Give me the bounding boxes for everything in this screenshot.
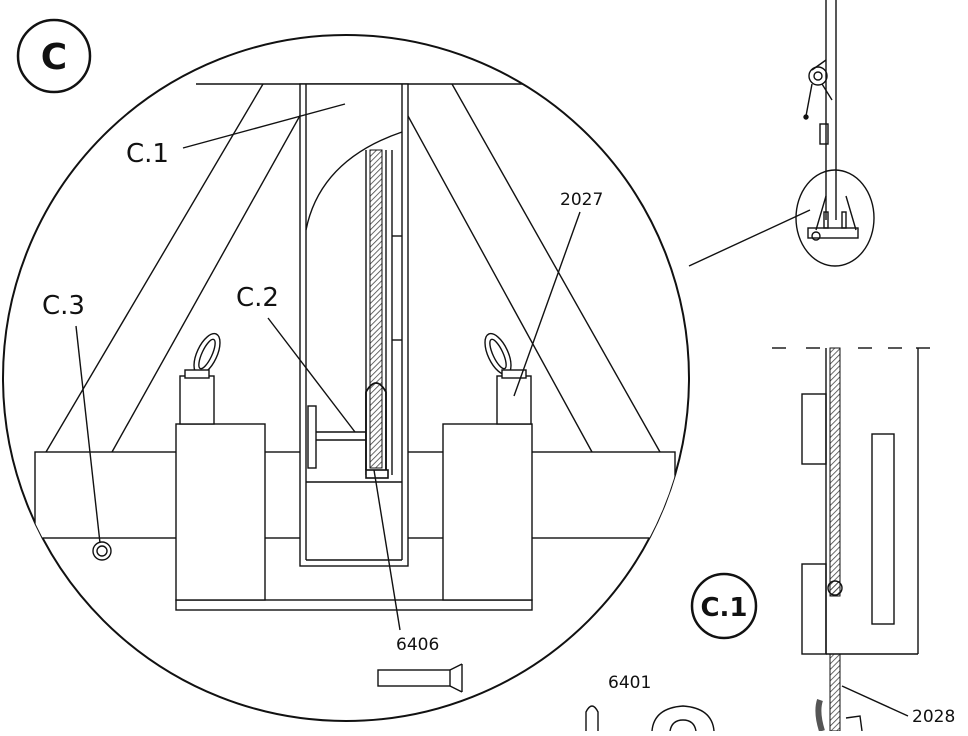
threaded-rod <box>369 149 383 469</box>
leader-c2 <box>267 317 356 433</box>
detail-circle <box>2 34 690 722</box>
central-mast <box>299 83 409 567</box>
left-eyebolt <box>179 332 221 425</box>
left-block <box>175 423 266 601</box>
detail-view-c <box>2 34 811 722</box>
section-view-c1 <box>772 347 930 732</box>
side-bracket <box>307 405 317 469</box>
label-2027: 2027 <box>560 190 603 210</box>
leader-2027 <box>513 211 581 397</box>
leader-2028 <box>841 685 909 717</box>
label-2028: 2028 <box>912 707 955 727</box>
leader-c3 <box>75 325 101 544</box>
leader-6406 <box>373 469 401 631</box>
label-c1: C.1 <box>126 139 169 169</box>
label-6406: 6406 <box>396 635 439 655</box>
label-c3: C.3 <box>42 291 85 321</box>
leader-detail-connector <box>688 209 811 267</box>
overview-detail-circle <box>795 169 875 267</box>
hole-c3 <box>92 541 112 561</box>
bottom-plate <box>175 599 533 611</box>
detail-badge-c-label: C <box>41 37 67 78</box>
mast-curve <box>305 131 403 231</box>
leader-c1 <box>182 103 346 149</box>
detail-badge-c: C <box>16 18 92 94</box>
right-eyebolt <box>484 332 532 425</box>
overview-view <box>795 0 875 267</box>
label-c2: C.2 <box>236 283 279 313</box>
detail-badge-c1: C.1 <box>690 572 758 640</box>
cable <box>829 347 841 597</box>
part-6401 <box>585 705 715 732</box>
detail-badge-c1-label: C.1 <box>700 593 747 623</box>
bolt-6406 <box>377 663 463 693</box>
right-block <box>442 423 533 601</box>
label-6401: 6401 <box>608 673 651 693</box>
